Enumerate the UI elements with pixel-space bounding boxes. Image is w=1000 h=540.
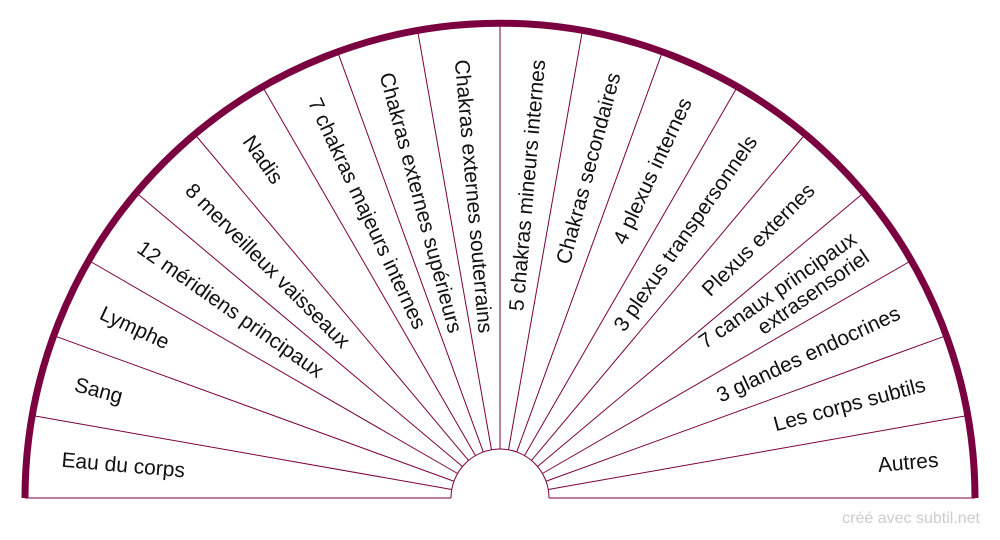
segment-dividers (32, 23, 968, 490)
segment-divider (135, 192, 463, 467)
segment-label: Sang (72, 373, 125, 408)
segment-divider (88, 260, 458, 474)
segment-label: Eau du corps (61, 449, 186, 483)
segment-label: Nadis (238, 131, 288, 188)
segment-label: Chakras externes supérieurs (375, 70, 467, 335)
segment-divider (548, 415, 968, 490)
segment-divider (32, 415, 452, 490)
inner-hub-arc (450, 448, 550, 499)
segment-divider (194, 133, 469, 461)
segment-label-line: Nadis (238, 131, 288, 188)
segment-label-line: Eau du corps (61, 449, 186, 483)
segment-divider (545, 335, 947, 482)
segment-label: Autres (877, 449, 939, 477)
segment-divider (542, 260, 912, 474)
credit-text: créé avec subtil.net (842, 510, 980, 527)
segment-divider (537, 192, 865, 467)
segment-label: Lymphe (96, 302, 173, 354)
segment-divider (524, 86, 738, 456)
segment-divider (337, 51, 484, 453)
segment-label-line: Autres (877, 449, 939, 477)
segment-divider (417, 30, 492, 450)
segment-label: 7 canaux principauxextrasensoriel (695, 227, 874, 371)
segment-divider (53, 335, 455, 482)
segment-label-line: 5 chakras mineurs internes (505, 59, 550, 312)
segment-label-line: Chakras externes supérieurs (375, 70, 467, 335)
segment-divider (508, 30, 583, 450)
segment-label-line: Lymphe (96, 302, 173, 354)
segment-divider (262, 86, 476, 456)
segment-divider (531, 133, 806, 461)
segment-label-line: Sang (72, 373, 125, 408)
segment-divider (516, 51, 663, 453)
segment-label: 5 chakras mineurs internes (505, 59, 550, 312)
outer-arc (21, 19, 979, 499)
